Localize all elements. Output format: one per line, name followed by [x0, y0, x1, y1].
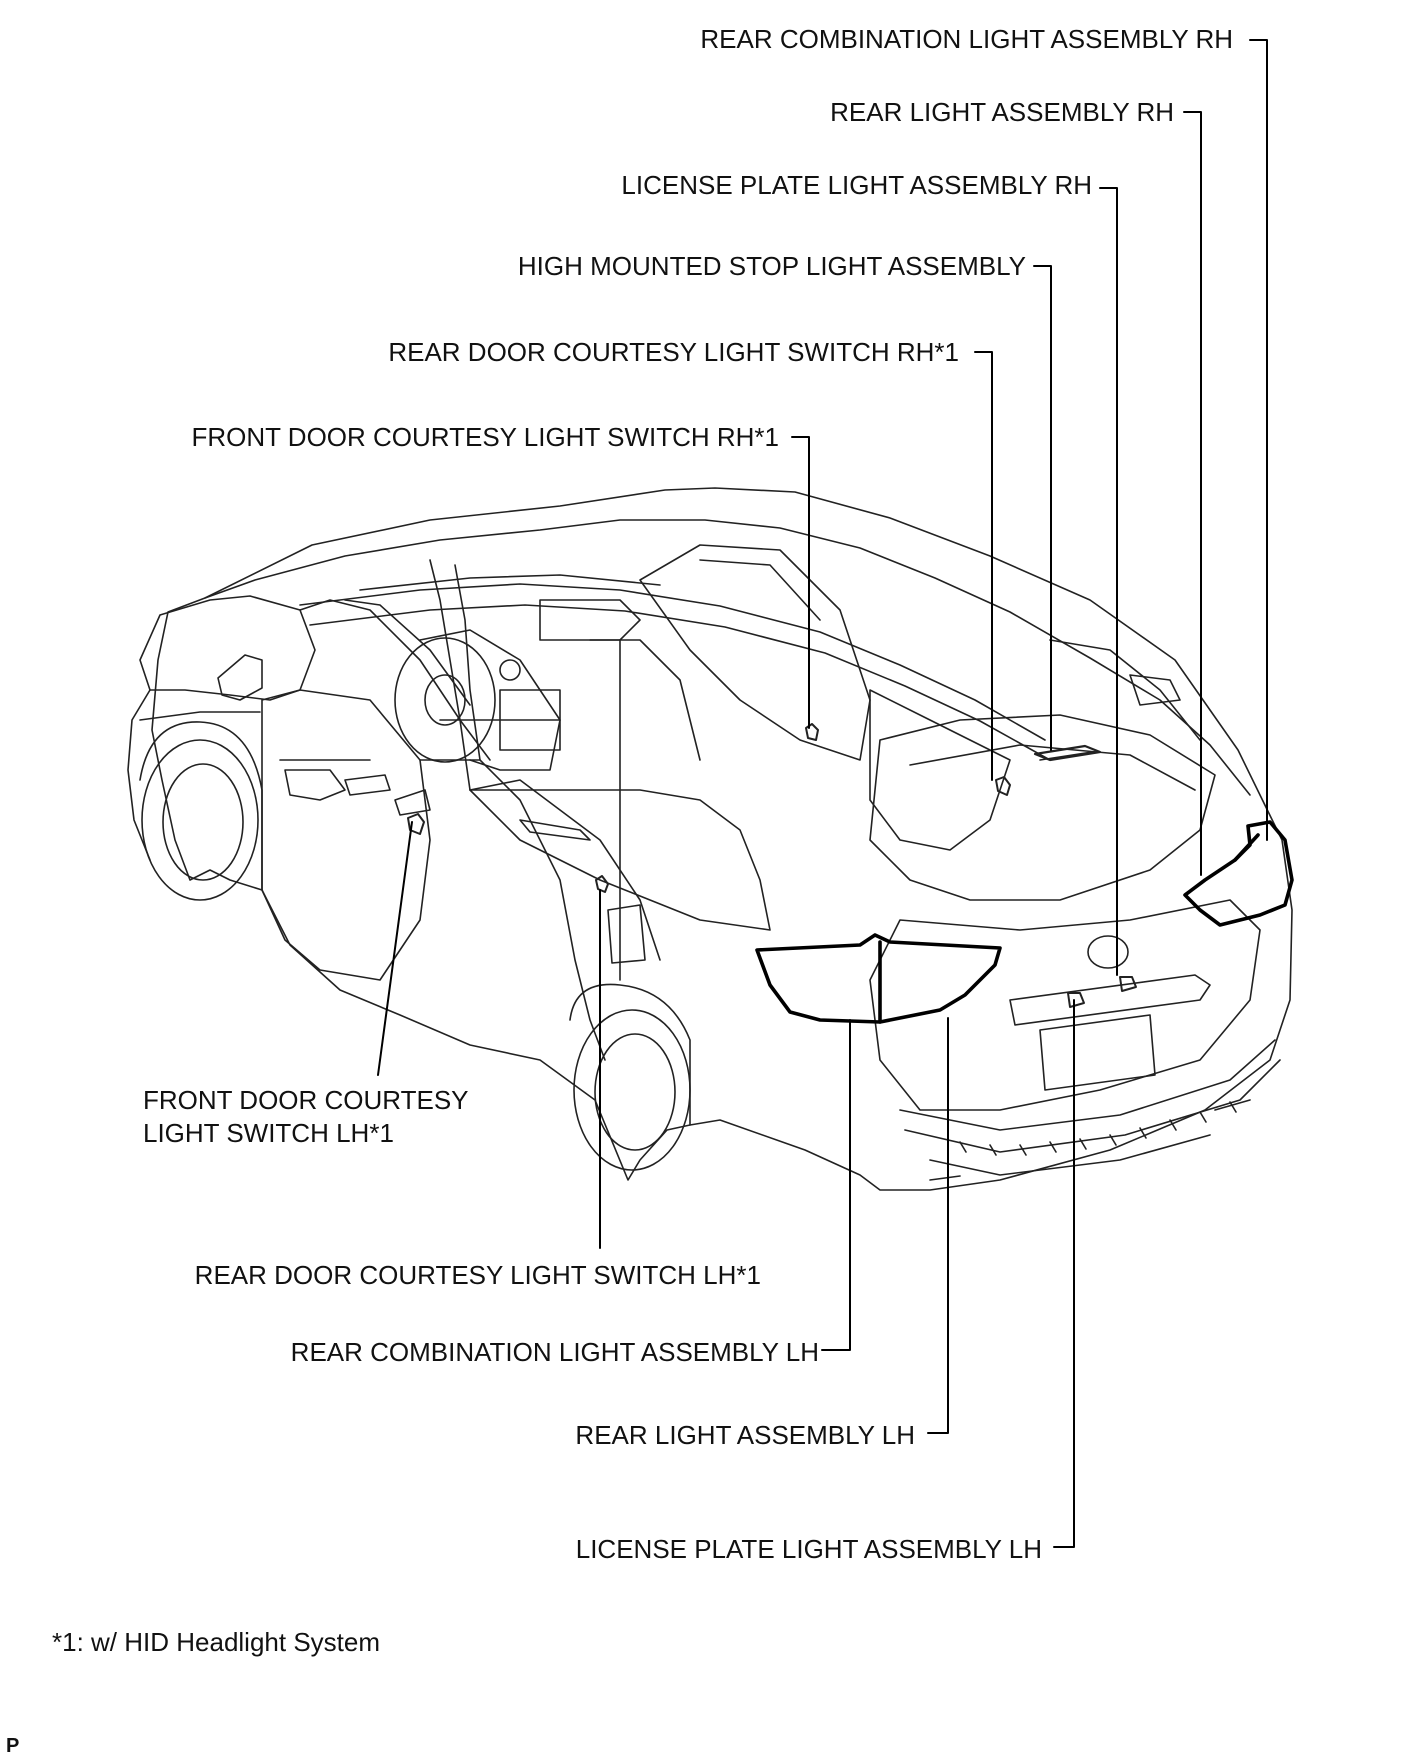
label-front-door-switch-rh: FRONT DOOR COURTESY LIGHT SWITCH RH*1	[191, 422, 779, 452]
vehicle-body	[127, 487, 1293, 1191]
label-high-mounted-stop-light: HIGH MOUNTED STOP LIGHT ASSEMBLY	[517, 251, 1026, 281]
label-front-door-switch-lh-line1: FRONT DOOR COURTESY	[143, 1085, 469, 1115]
label-rear-light-lh: REAR LIGHT ASSEMBLY LH	[575, 1420, 915, 1450]
label-rear-door-switch-rh: REAR DOOR COURTESY LIGHT SWITCH RH*1	[388, 337, 959, 367]
footnote: *1: w/ HID Headlight System	[52, 1627, 381, 1657]
highlighted-lamps	[755, 820, 1294, 1024]
label-rear-combination-light-lh: REAR COMBINATION LIGHT ASSEMBLY LH	[290, 1337, 819, 1367]
leader-lines	[377, 39, 1268, 1548]
label-license-plate-light-lh: LICENSE PLATE LIGHT ASSEMBLY LH	[575, 1534, 1042, 1564]
label-rear-light-rh: REAR LIGHT ASSEMBLY RH	[830, 97, 1174, 127]
label-license-plate-light-rh: LICENSE PLATE LIGHT ASSEMBLY RH	[621, 170, 1092, 200]
label-front-door-switch-lh-line2: LIGHT SWITCH LH*1	[143, 1118, 394, 1148]
label-rear-door-switch-lh: REAR DOOR COURTESY LIGHT SWITCH LH*1	[194, 1260, 761, 1290]
corner-mark: P	[6, 1735, 20, 1757]
label-rear-combination-light-rh: REAR COMBINATION LIGHT ASSEMBLY RH	[700, 24, 1233, 54]
